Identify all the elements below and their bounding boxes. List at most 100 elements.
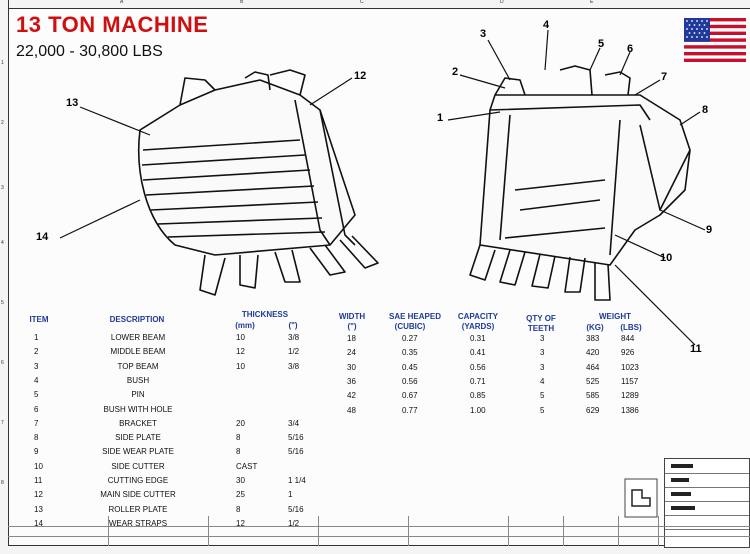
parts-cell-mm: 20 xyxy=(236,419,245,428)
parts-cell-item: 10 xyxy=(34,462,43,471)
parts-cell-description: TOP BEAM xyxy=(117,362,159,371)
ruler-number: 2 xyxy=(1,120,4,126)
usa-flag-icon xyxy=(684,18,746,62)
bottom-revision-strip xyxy=(8,516,750,546)
callout-11: 11 xyxy=(690,343,702,355)
parts-cell-description: CUTTING EDGE xyxy=(107,476,169,485)
parts-cell-item: 14 xyxy=(34,519,43,528)
header-capacity: CAPACITY xyxy=(457,312,499,321)
ruler-letter: B xyxy=(240,0,244,5)
left-bucket-drawing xyxy=(137,69,379,296)
ruler-letter: E xyxy=(590,0,594,5)
capacity-cell-kg: 383 xyxy=(586,334,600,343)
header-description: DESCRIPTION xyxy=(109,315,165,324)
ruler-letter: A xyxy=(120,0,124,5)
capacity-cell-sae: 0.77 xyxy=(402,406,418,415)
capacity-cell-width: 42 xyxy=(347,391,356,400)
capacity-cell-lbs: 1023 xyxy=(621,363,639,372)
parts-cell-in: 3/8 xyxy=(288,333,300,342)
header-thickness-in: (") xyxy=(288,321,298,330)
capacity-cell-teeth: 4 xyxy=(540,377,545,386)
capacity-cell-teeth: 5 xyxy=(540,391,545,400)
parts-cell-description: SIDE PLATE xyxy=(115,433,161,442)
frame-top-ruler: A B C D E xyxy=(8,0,750,9)
frame-bottom-ruler xyxy=(8,545,750,554)
parts-cell-mm: CAST xyxy=(236,462,258,471)
callout-8: 8 xyxy=(702,104,709,116)
parts-cell-in: 5/16 xyxy=(288,433,304,442)
parts-cell-item: 7 xyxy=(34,419,39,428)
callout-9: 9 xyxy=(706,224,713,236)
parts-cell-mm: 8 xyxy=(236,447,241,456)
parts-cell-item: 8 xyxy=(34,433,39,442)
header-item: ITEM xyxy=(29,315,49,324)
parts-cell-description: ROLLER PLATE xyxy=(108,505,168,514)
callout-14: 14 xyxy=(36,231,49,243)
bucket-illustration xyxy=(59,29,706,346)
ruler-number: 4 xyxy=(1,240,4,246)
capacity-cell-width: 30 xyxy=(347,363,356,372)
capacity-cell-sae: 0.56 xyxy=(402,377,418,386)
callout-3: 3 xyxy=(480,28,487,40)
parts-cell-mm: 8 xyxy=(236,505,241,514)
capacity-cell-kg: 525 xyxy=(586,377,600,386)
parts-cell-item: 2 xyxy=(34,347,39,356)
parts-cell-in: 1/2 xyxy=(288,347,300,356)
capacity-cell-capacity: 0.56 xyxy=(470,363,486,372)
parts-cell-description: BRACKET xyxy=(119,419,157,428)
callout-4: 4 xyxy=(543,19,550,31)
capacity-cell-lbs: 926 xyxy=(621,348,635,357)
ruler-number: 1 xyxy=(1,60,4,66)
capacity-cell-lbs: 1386 xyxy=(621,406,639,415)
weight-range: 22,000 - 30,800 LBS xyxy=(16,43,163,60)
parts-cell-item: 12 xyxy=(34,490,43,499)
right-bucket-drawing xyxy=(469,65,691,301)
header-weight: WEIGHT xyxy=(599,312,631,321)
parts-cell-in: 3/4 xyxy=(288,419,300,428)
parts-cell-in: 5/16 xyxy=(288,505,304,514)
parts-cell-description: MAIN SIDE CUTTER xyxy=(100,490,176,499)
parts-cell-mm: 10 xyxy=(236,362,245,371)
parts-cell-mm: 10 xyxy=(236,333,245,342)
ruler-number: 5 xyxy=(1,300,4,306)
capacity-cell-teeth: 5 xyxy=(540,406,545,415)
parts-cell-in: 3/8 xyxy=(288,362,300,371)
callout-5: 5 xyxy=(598,38,605,50)
parts-cell-mm: 30 xyxy=(236,476,245,485)
header-thickness-mm: (mm) xyxy=(235,321,255,330)
parts-cell-description: BUSH WITH HOLE xyxy=(103,405,173,414)
capacity-cell-kg: 464 xyxy=(586,363,600,372)
header-sae-heaped: SAE HEAPED xyxy=(388,312,441,321)
capacity-cell-kg: 629 xyxy=(586,406,600,415)
capacity-cell-lbs: 1289 xyxy=(621,391,639,400)
ruler-letter: C xyxy=(360,0,364,5)
capacity-cell-kg: 420 xyxy=(586,348,600,357)
parts-cell-description: WEAR STRAPS xyxy=(108,519,168,528)
header-width-unit: (") xyxy=(347,322,357,331)
capacity-cell-kg: 585 xyxy=(586,391,600,400)
header-width: WIDTH xyxy=(338,312,366,321)
header-sae-unit: (CUBIC) xyxy=(394,322,426,331)
parts-cell-item: 9 xyxy=(34,447,39,456)
ruler-number: 6 xyxy=(1,360,4,366)
parts-cell-item: 3 xyxy=(34,362,39,371)
parts-cell-description: MIDDLE BEAM xyxy=(110,347,166,356)
capacity-cell-width: 36 xyxy=(347,377,356,386)
callout-10: 10 xyxy=(660,252,673,264)
parts-cell-description: SIDE WEAR PLATE xyxy=(102,447,174,456)
capacity-cell-capacity: 0.31 xyxy=(470,334,486,343)
capacity-cell-teeth: 3 xyxy=(540,334,545,343)
capacity-cell-capacity: 0.41 xyxy=(470,348,486,357)
parts-cell-in: 1 1/4 xyxy=(288,476,306,485)
callout-1: 1 xyxy=(437,112,444,124)
parts-cell-item: 11 xyxy=(34,476,43,485)
capacity-cell-sae: 0.45 xyxy=(402,363,418,372)
header-qty-teeth-unit: TEETH xyxy=(527,324,555,333)
parts-cell-item: 5 xyxy=(34,390,39,399)
parts-cell-item: 1 xyxy=(34,333,39,342)
capacity-cell-width: 24 xyxy=(347,348,356,357)
capacity-cell-width: 18 xyxy=(347,334,356,343)
parts-cell-mm: 8 xyxy=(236,433,241,442)
parts-cell-item: 4 xyxy=(34,376,39,385)
